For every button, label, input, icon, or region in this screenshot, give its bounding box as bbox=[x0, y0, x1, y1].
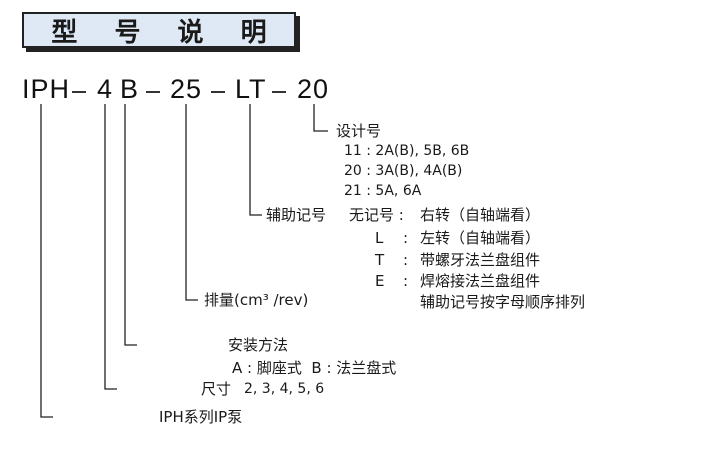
code-dash bbox=[72, 91, 86, 93]
aux-E-value: 焊熔接法兰盘组件 bbox=[420, 272, 541, 290]
code-dash bbox=[272, 91, 286, 93]
displacement-label: 排量(cm³ /rev) bbox=[204, 291, 309, 309]
aux-E-key: E bbox=[375, 272, 385, 290]
displacement-bracket-line bbox=[185, 104, 198, 301]
title-box: 型 号 说 明 bbox=[22, 12, 296, 48]
aux-T-colon: : bbox=[403, 251, 409, 269]
size-label: 尺寸 bbox=[201, 380, 232, 398]
code-size: 4 bbox=[97, 74, 114, 104]
mount-label: 安装方法 bbox=[228, 336, 289, 354]
design-row-21: 21 : 5A, 6A bbox=[344, 183, 422, 199]
code-series: IPH bbox=[22, 74, 71, 104]
aux-label: 辅助记号 bbox=[266, 206, 327, 224]
aux-T-key: T bbox=[375, 251, 385, 269]
design-row-20: 20 : 3A(B), 4A(B) bbox=[344, 163, 463, 179]
size-values: 2, 3, 4, 5, 6 bbox=[244, 381, 325, 397]
series-label: IPH系列IP泵 bbox=[159, 408, 243, 426]
code-aux: LT bbox=[235, 74, 267, 104]
code-mount: B bbox=[120, 74, 140, 104]
code-dash bbox=[146, 91, 160, 93]
design-bracket-line bbox=[313, 104, 328, 132]
aux-L-colon: : bbox=[403, 229, 409, 247]
aux-none-key: 无记号 : bbox=[349, 206, 404, 224]
aux-none-value: 右转（自轴端看） bbox=[420, 206, 541, 224]
design-row-11: 11 : 2A(B), 5B, 6B bbox=[344, 143, 470, 159]
code-displacement: 25 bbox=[170, 74, 203, 104]
aux-T-value: 带螺牙法兰盘组件 bbox=[420, 251, 541, 269]
mount-options: A : 脚座式 B : 法兰盘式 bbox=[232, 359, 397, 377]
aux-L-key: L bbox=[375, 229, 384, 247]
code-design: 20 bbox=[297, 74, 330, 104]
aux-note: 辅助记号按字母顺序排列 bbox=[420, 293, 586, 311]
design-label: 设计号 bbox=[336, 122, 382, 140]
aux-L-value: 左转（自轴端看） bbox=[420, 229, 541, 247]
aux-E-colon: : bbox=[403, 272, 409, 290]
size-bracket-line bbox=[104, 104, 117, 390]
aux-bracket-line bbox=[249, 104, 262, 216]
mount-bracket-line bbox=[124, 104, 137, 346]
page-title: 型 号 说 明 bbox=[51, 17, 281, 48]
series-bracket-line bbox=[40, 104, 53, 418]
code-dash bbox=[211, 91, 225, 93]
